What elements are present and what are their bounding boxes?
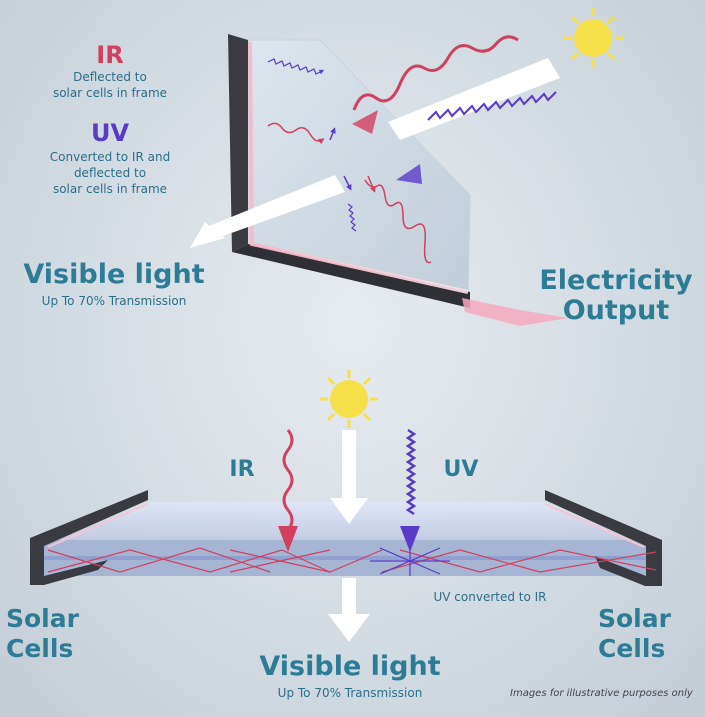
top-frame-glow [248,41,469,294]
top-frame-vertical [228,34,248,252]
top-rays [190,35,560,264]
solar-cells-right-2: Cells [598,634,666,663]
bottom-uv-wave [405,428,417,516]
bottom-frame-right [545,490,662,586]
bottom-sun-icon [320,370,378,428]
bottom-glass-top [30,502,655,548]
solar-cells-right-1: Solar [598,604,671,633]
top-uv-desc-2: deflected to [73,166,147,180]
bottom-uv-label: UV [443,457,479,482]
top-ir-squiggle-1 [267,122,325,145]
bottom-visible-desc: Up To 70% Transmission [277,686,423,700]
solar-cells-left-2: Cells [6,634,74,663]
top-sun-icon [563,8,623,68]
top-uv-squiggle-1 [267,58,325,75]
top-white-ray-out [190,175,345,248]
top-visible-desc: Up To 70% Transmission [41,294,187,308]
bottom-ir-label: IR [229,457,255,482]
top-ir-squiggle-2 [364,179,432,264]
top-visible-title: Visible light [23,259,205,290]
electricity-output-arrow [462,298,568,326]
top-uv-wave-in [427,91,557,121]
top-uv-desc-3: solar cells in frame [52,182,168,196]
uv-converted-label: UV converted to IR [433,590,547,604]
bottom-rays [278,428,420,642]
electricity-label-2: Output [562,295,670,326]
top-uv-title: UV [90,119,130,147]
bottom-frame-left [30,490,148,585]
top-ir-wave-in [352,35,519,111]
top-frame-bottom [232,244,470,308]
electricity-label-1: Electricity [539,265,693,296]
top-ir-desc-1: Deflected to [73,70,147,84]
top-white-ray-in [388,58,560,140]
top-white-ray-head [190,222,225,248]
bottom-window-panel [30,490,662,586]
top-ir-desc-2: solar cells in frame [52,86,168,100]
top-window-panel [228,34,568,326]
bottom-white-ray-down [330,430,368,524]
bottom-white-ray-visible [328,578,370,642]
top-ir-title: IR [96,41,124,69]
solar-cells-left-1: Solar [6,604,79,633]
top-uv-squiggle-2 [347,203,357,232]
top-uv-desc-1: Converted to IR and [49,150,171,164]
bottom-ir-wave [282,429,294,531]
illustrative-note: Images for illustrative purposes only [510,688,693,699]
bottom-visible-title: Visible light [259,651,441,682]
